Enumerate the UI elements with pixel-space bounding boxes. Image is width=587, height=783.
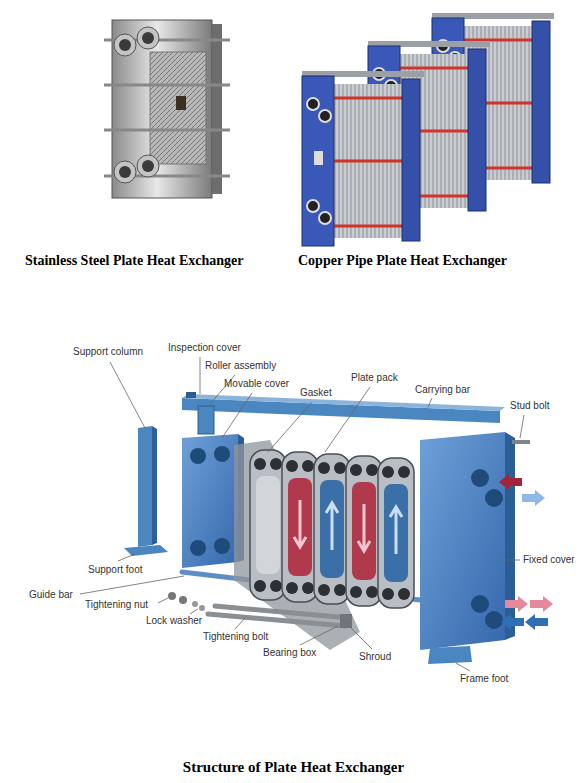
part-label: Lock washer xyxy=(146,615,202,627)
part-label: Bearing box xyxy=(263,647,316,659)
part-label: Tightening nut xyxy=(85,599,148,611)
part-label: Guide bar xyxy=(29,589,73,601)
part-label: Gasket xyxy=(300,387,332,399)
part-label: Fixed cover xyxy=(523,554,575,566)
part-label: Roller assembly xyxy=(205,360,276,372)
leader-lines xyxy=(80,357,524,671)
part-label: Carrying bar xyxy=(415,384,470,396)
product-caption: Copper Pipe Plate Heat Exchanger xyxy=(298,253,507,269)
part-label: Movable cover xyxy=(224,378,289,390)
blue-exchangers xyxy=(302,13,554,246)
figure-caption: Structure of Plate Heat Exchanger xyxy=(0,758,587,776)
part-label: Stud bolt xyxy=(510,400,549,412)
part-label: Shroud xyxy=(359,651,391,663)
stainless-exchanger xyxy=(104,20,230,198)
part-label: Inspection cover xyxy=(168,342,241,354)
part-label: Frame foot xyxy=(460,673,508,685)
product-caption: Stainless Steel Plate Heat Exchanger xyxy=(25,253,244,269)
part-label: Support foot xyxy=(88,564,142,576)
part-label: Tightening bolt xyxy=(203,631,268,643)
part-label: Support column xyxy=(73,346,143,358)
part-label: Plate pack xyxy=(351,372,398,384)
